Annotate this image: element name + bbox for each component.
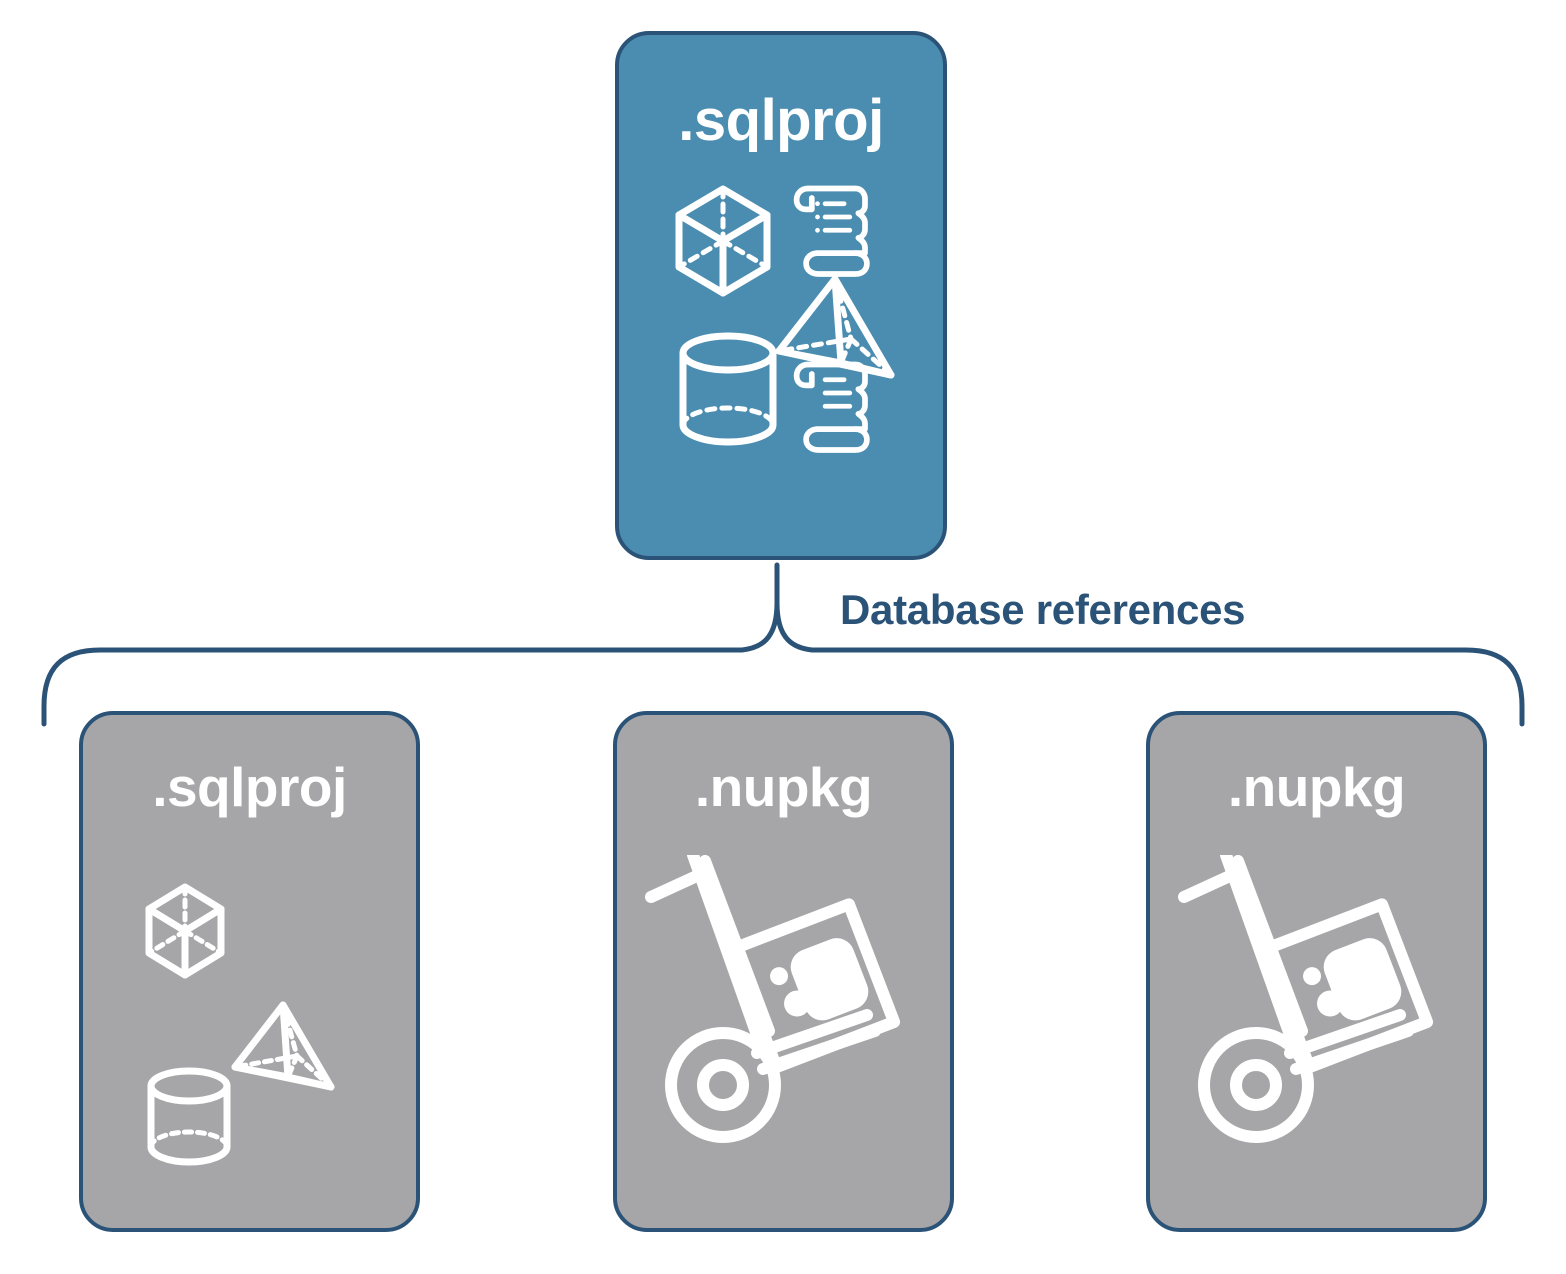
reference-node-3-label: .nupkg bbox=[1227, 756, 1406, 818]
reference-node-nupkg-1[interactable]: .nupkg bbox=[613, 711, 954, 1232]
cube-icon bbox=[675, 185, 771, 297]
pyramid-icon bbox=[775, 275, 895, 379]
reference-node-1-icon-group bbox=[105, 855, 395, 1185]
nuget-package-glyph bbox=[769, 938, 868, 1021]
reference-node-3-icon-group bbox=[1172, 855, 1462, 1185]
root-node-label: .sqlproj bbox=[678, 88, 884, 153]
cylinder-icon bbox=[679, 332, 777, 446]
reference-node-2-label: .nupkg bbox=[694, 756, 873, 818]
reference-node-1-label: .sqlproj bbox=[152, 756, 347, 818]
nuget-package-glyph bbox=[1302, 938, 1401, 1021]
reference-node-nupkg-2[interactable]: .nupkg bbox=[1146, 711, 1487, 1232]
edge-label-database-references: Database references bbox=[840, 586, 1246, 633]
hand-truck-package-icon bbox=[1177, 855, 1433, 1143]
reference-node-sqlproj[interactable]: .sqlproj bbox=[79, 711, 420, 1232]
pyramid-icon bbox=[231, 1001, 334, 1091]
root-node-icon-group bbox=[671, 175, 901, 465]
reference-node-2-icon-group bbox=[639, 855, 929, 1185]
cylinder-icon bbox=[147, 1067, 230, 1166]
root-node-sqlproj[interactable]: .sqlproj bbox=[615, 31, 947, 560]
cube-icon bbox=[145, 883, 224, 979]
hand-truck-package-icon bbox=[644, 855, 900, 1143]
scroll-icon bbox=[793, 185, 870, 277]
scroll-icon bbox=[793, 361, 870, 453]
